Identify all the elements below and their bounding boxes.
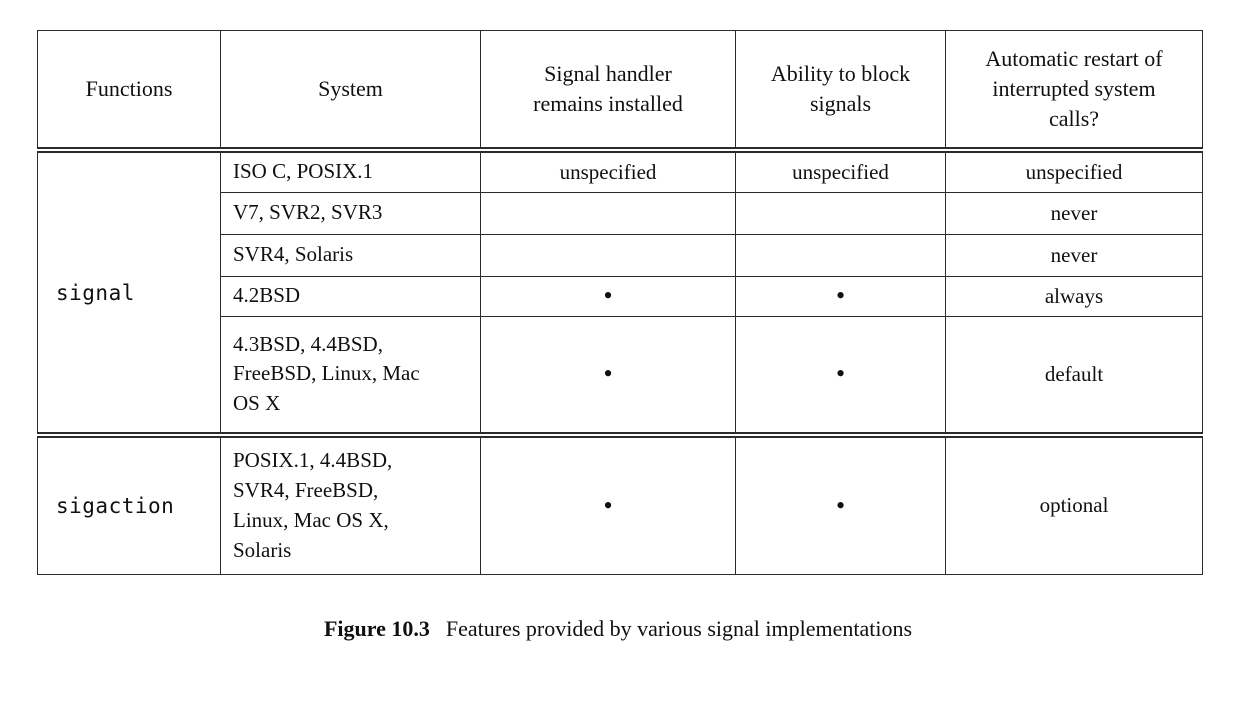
cell-block-signals: •	[735, 434, 946, 575]
cell-auto-restart: never	[945, 233, 1203, 277]
cell-system: SVR4, Solaris	[220, 233, 481, 277]
table-row: SVR4, Solaris never	[38, 233, 1203, 277]
table-row: signal ISO C, POSIX.1 unspecified unspec…	[37, 149, 1203, 438]
cell-block-signals	[735, 233, 946, 277]
cell-auto-restart: always	[945, 275, 1203, 317]
cell-handler-installed	[480, 233, 736, 277]
signal-features-table: Functions System Signal handler remains …	[37, 30, 1203, 575]
column-header-functions: Functions	[37, 30, 221, 153]
figure-caption: Figure 10.3 Features provided by various …	[0, 616, 1236, 642]
table-row: sigaction POSIX.1, 4.4BSD, SVR4, FreeBSD…	[37, 434, 1203, 575]
cell-handler-installed	[480, 191, 736, 235]
cell-block-signals	[735, 191, 946, 235]
cell-auto-restart: optional	[945, 434, 1203, 575]
cell-system: POSIX.1, 4.4BSD, SVR4, FreeBSD, Linux, M…	[220, 434, 481, 575]
cell-handler-installed: •	[480, 315, 736, 438]
column-header-system: System	[220, 30, 481, 153]
cell-system: 4.3BSD, 4.4BSD, FreeBSD, Linux, Mac OS X	[220, 315, 481, 438]
cell-system: ISO C, POSIX.1	[220, 149, 481, 193]
cell-block-signals: •	[735, 275, 946, 317]
cell-auto-restart: never	[945, 191, 1203, 235]
cell-system: 4.2BSD	[220, 275, 481, 317]
cell-handler-installed: •	[480, 275, 736, 317]
header-row: Functions System Signal handler remains …	[37, 30, 1203, 153]
column-header-handler-installed: Signal handler remains installed	[480, 30, 736, 153]
figure-caption-text: Features provided by various signal impl…	[445, 616, 913, 641]
cell-handler-installed: unspecified	[480, 149, 736, 193]
figure-caption-label: Figure 10.3	[323, 616, 430, 641]
column-header-auto-restart: Automatic restart of interrupted system …	[945, 30, 1203, 153]
cell-auto-restart: default	[945, 315, 1203, 438]
cell-block-signals: •	[735, 315, 946, 438]
cell-system: V7, SVR2, SVR3	[220, 191, 481, 235]
cell-handler-installed: •	[480, 434, 736, 575]
table-row: 4.2BSD • • always	[38, 275, 1203, 317]
cell-auto-restart: unspecified	[945, 149, 1203, 193]
table-row: 4.3BSD, 4.4BSD, FreeBSD, Linux, Mac OS X…	[38, 315, 1203, 438]
cell-block-signals: unspecified	[735, 149, 946, 193]
function-name-sigaction: sigaction	[37, 434, 221, 575]
column-header-block-signals: Ability to block signals	[735, 30, 946, 153]
function-name-signal: signal	[37, 149, 221, 438]
